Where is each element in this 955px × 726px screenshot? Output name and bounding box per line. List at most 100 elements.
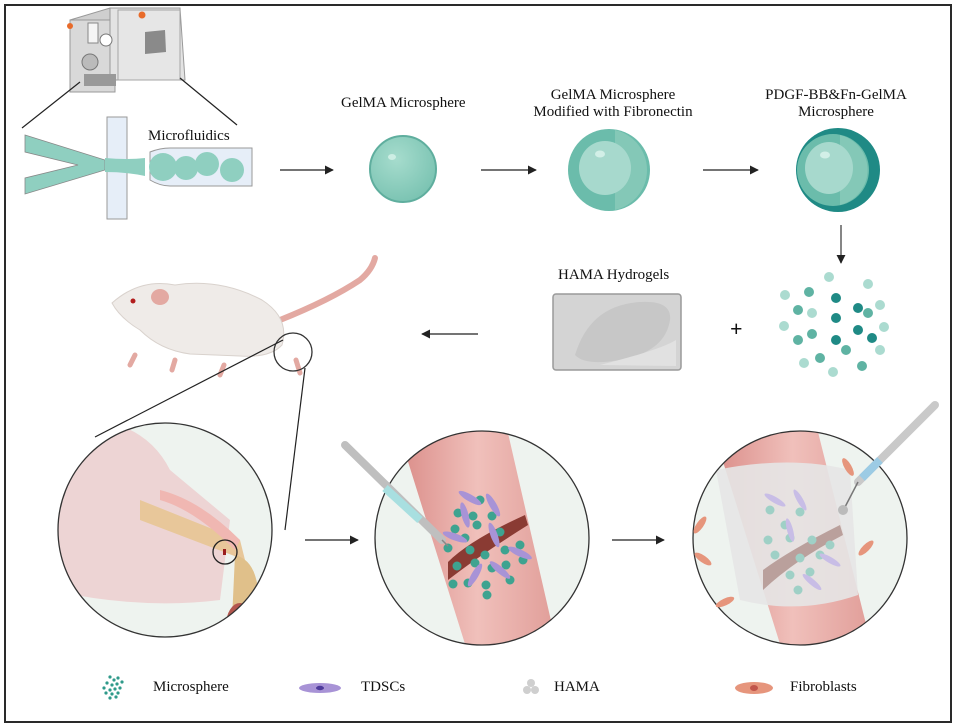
microsphere-dot xyxy=(875,300,885,310)
microsphere-dot xyxy=(853,303,863,313)
fibroblast-cell xyxy=(715,596,735,608)
zoom-line-right xyxy=(179,77,238,126)
tdsc-cell xyxy=(489,561,511,579)
fibroblast-cell xyxy=(694,552,712,566)
tdsc-cell xyxy=(819,553,841,567)
legend-label-fibroblasts: Fibroblasts xyxy=(790,679,857,695)
tdsc-cell xyxy=(508,546,532,560)
microsphere-dot xyxy=(770,550,780,560)
microsphere-dot xyxy=(763,535,773,545)
tdsc-cell xyxy=(785,518,795,542)
microsphere-dot xyxy=(465,545,475,555)
syringe-icon xyxy=(341,441,449,547)
microsphere-dot xyxy=(863,308,873,318)
microsphere-dot xyxy=(515,540,525,550)
microsphere-dot xyxy=(807,329,817,339)
microsphere-dot xyxy=(487,511,497,521)
fibroblast-cell xyxy=(842,458,854,476)
tdsc-cell xyxy=(442,531,468,543)
pdgf-fn-gelma-microsphere-icon xyxy=(796,128,880,212)
label-pdgf-line1: PDGF-BB&Fn-GelMA xyxy=(765,87,907,103)
hydrogel-coating-inset xyxy=(692,430,908,646)
microsphere-dot xyxy=(879,322,889,332)
tendon-injury-inset xyxy=(57,422,273,638)
gelma-microsphere-icon xyxy=(369,135,437,203)
microsphere-dot xyxy=(863,279,873,289)
microsphere-dot xyxy=(500,545,510,555)
legend-label-microsphere: Microsphere xyxy=(153,679,229,695)
zoom-line-inset-left xyxy=(94,339,284,438)
figure-border xyxy=(4,4,952,723)
microsphere-dot xyxy=(495,527,505,537)
label-hama-hydrogels: HAMA Hydrogels xyxy=(558,267,670,283)
microsphere-dot xyxy=(815,353,825,363)
microsphere-dot xyxy=(795,507,805,517)
fn-gelma-microsphere-icon xyxy=(568,129,650,211)
tdsc-cell xyxy=(802,573,822,591)
microsphere-dot xyxy=(480,550,490,560)
microsphere-dot xyxy=(804,287,814,297)
microsphere-dot xyxy=(453,508,463,518)
tdsc-cell-icon xyxy=(299,683,341,693)
microsphere-dot xyxy=(857,361,867,371)
zoom-line-left xyxy=(21,81,81,129)
microfluidic-chip-icon xyxy=(24,116,253,220)
tdsc-cell xyxy=(485,493,501,517)
legend-label-tdscs: TDSCs xyxy=(361,679,406,695)
tdsc-cell xyxy=(793,489,807,511)
microsphere-dot xyxy=(780,290,790,300)
tdsc-cell xyxy=(488,522,500,548)
microsphere-cluster xyxy=(779,272,889,377)
microsphere-dot xyxy=(799,358,809,368)
hama-hydrogel-icon xyxy=(552,293,682,371)
microsphere-dot xyxy=(805,567,815,577)
plus-sign: + xyxy=(730,316,743,341)
microsphere-dot xyxy=(793,585,803,595)
microsphere-dot xyxy=(807,535,817,545)
microsphere-dot xyxy=(841,345,851,355)
microsphere-dot xyxy=(824,272,834,282)
microsphere-dot xyxy=(793,335,803,345)
legend-label-hama: HAMA xyxy=(554,679,600,695)
microsphere-dot xyxy=(831,313,841,323)
tdsc-cell xyxy=(460,502,470,528)
label-fn-gelma-line1: GelMA Microsphere xyxy=(550,87,676,103)
microsphere-dot xyxy=(450,524,460,534)
microsphere-dot xyxy=(448,579,458,589)
microsphere-dot xyxy=(779,321,789,331)
microsphere-dot xyxy=(472,520,482,530)
microsphere-dot xyxy=(785,570,795,580)
microsphere-dot xyxy=(765,505,775,515)
tdsc-cell xyxy=(764,493,786,507)
microsphere-dot xyxy=(793,305,803,315)
microsphere-dot xyxy=(482,590,492,600)
microsphere-dot xyxy=(807,308,817,318)
microsphere-dot xyxy=(825,540,835,550)
microsphere-dot xyxy=(481,580,491,590)
label-gelma-microsphere: GelMA Microsphere xyxy=(341,95,466,111)
fibroblast-cell xyxy=(858,540,874,556)
microsphere-dot xyxy=(452,561,462,571)
tdsc-cell xyxy=(458,490,482,506)
fibroblast-cells xyxy=(693,458,874,608)
microsphere-dot xyxy=(831,293,841,303)
microsphere-dot xyxy=(831,335,841,345)
ankle-highlight-circle xyxy=(273,332,313,372)
microsphere-dot xyxy=(853,325,863,335)
hama-blob-icon xyxy=(523,679,539,694)
microfluidics-device-icon xyxy=(67,7,186,93)
microsphere-dot xyxy=(501,560,511,570)
microsphere-cluster-icon xyxy=(102,675,124,700)
rat-icon xyxy=(111,255,378,378)
microsphere-dot xyxy=(443,543,453,553)
tdsc-cell xyxy=(467,563,483,587)
microsphere-dot xyxy=(795,553,805,563)
syringe-icon-2 xyxy=(838,401,939,515)
microsphere-dot xyxy=(828,367,838,377)
microsphere-dot xyxy=(468,511,478,521)
label-pdgf-line2: Microsphere xyxy=(798,104,874,120)
fibroblast-cell-icon xyxy=(735,682,773,694)
microsphere-dot xyxy=(875,345,885,355)
fibroblast-cell xyxy=(693,516,707,534)
